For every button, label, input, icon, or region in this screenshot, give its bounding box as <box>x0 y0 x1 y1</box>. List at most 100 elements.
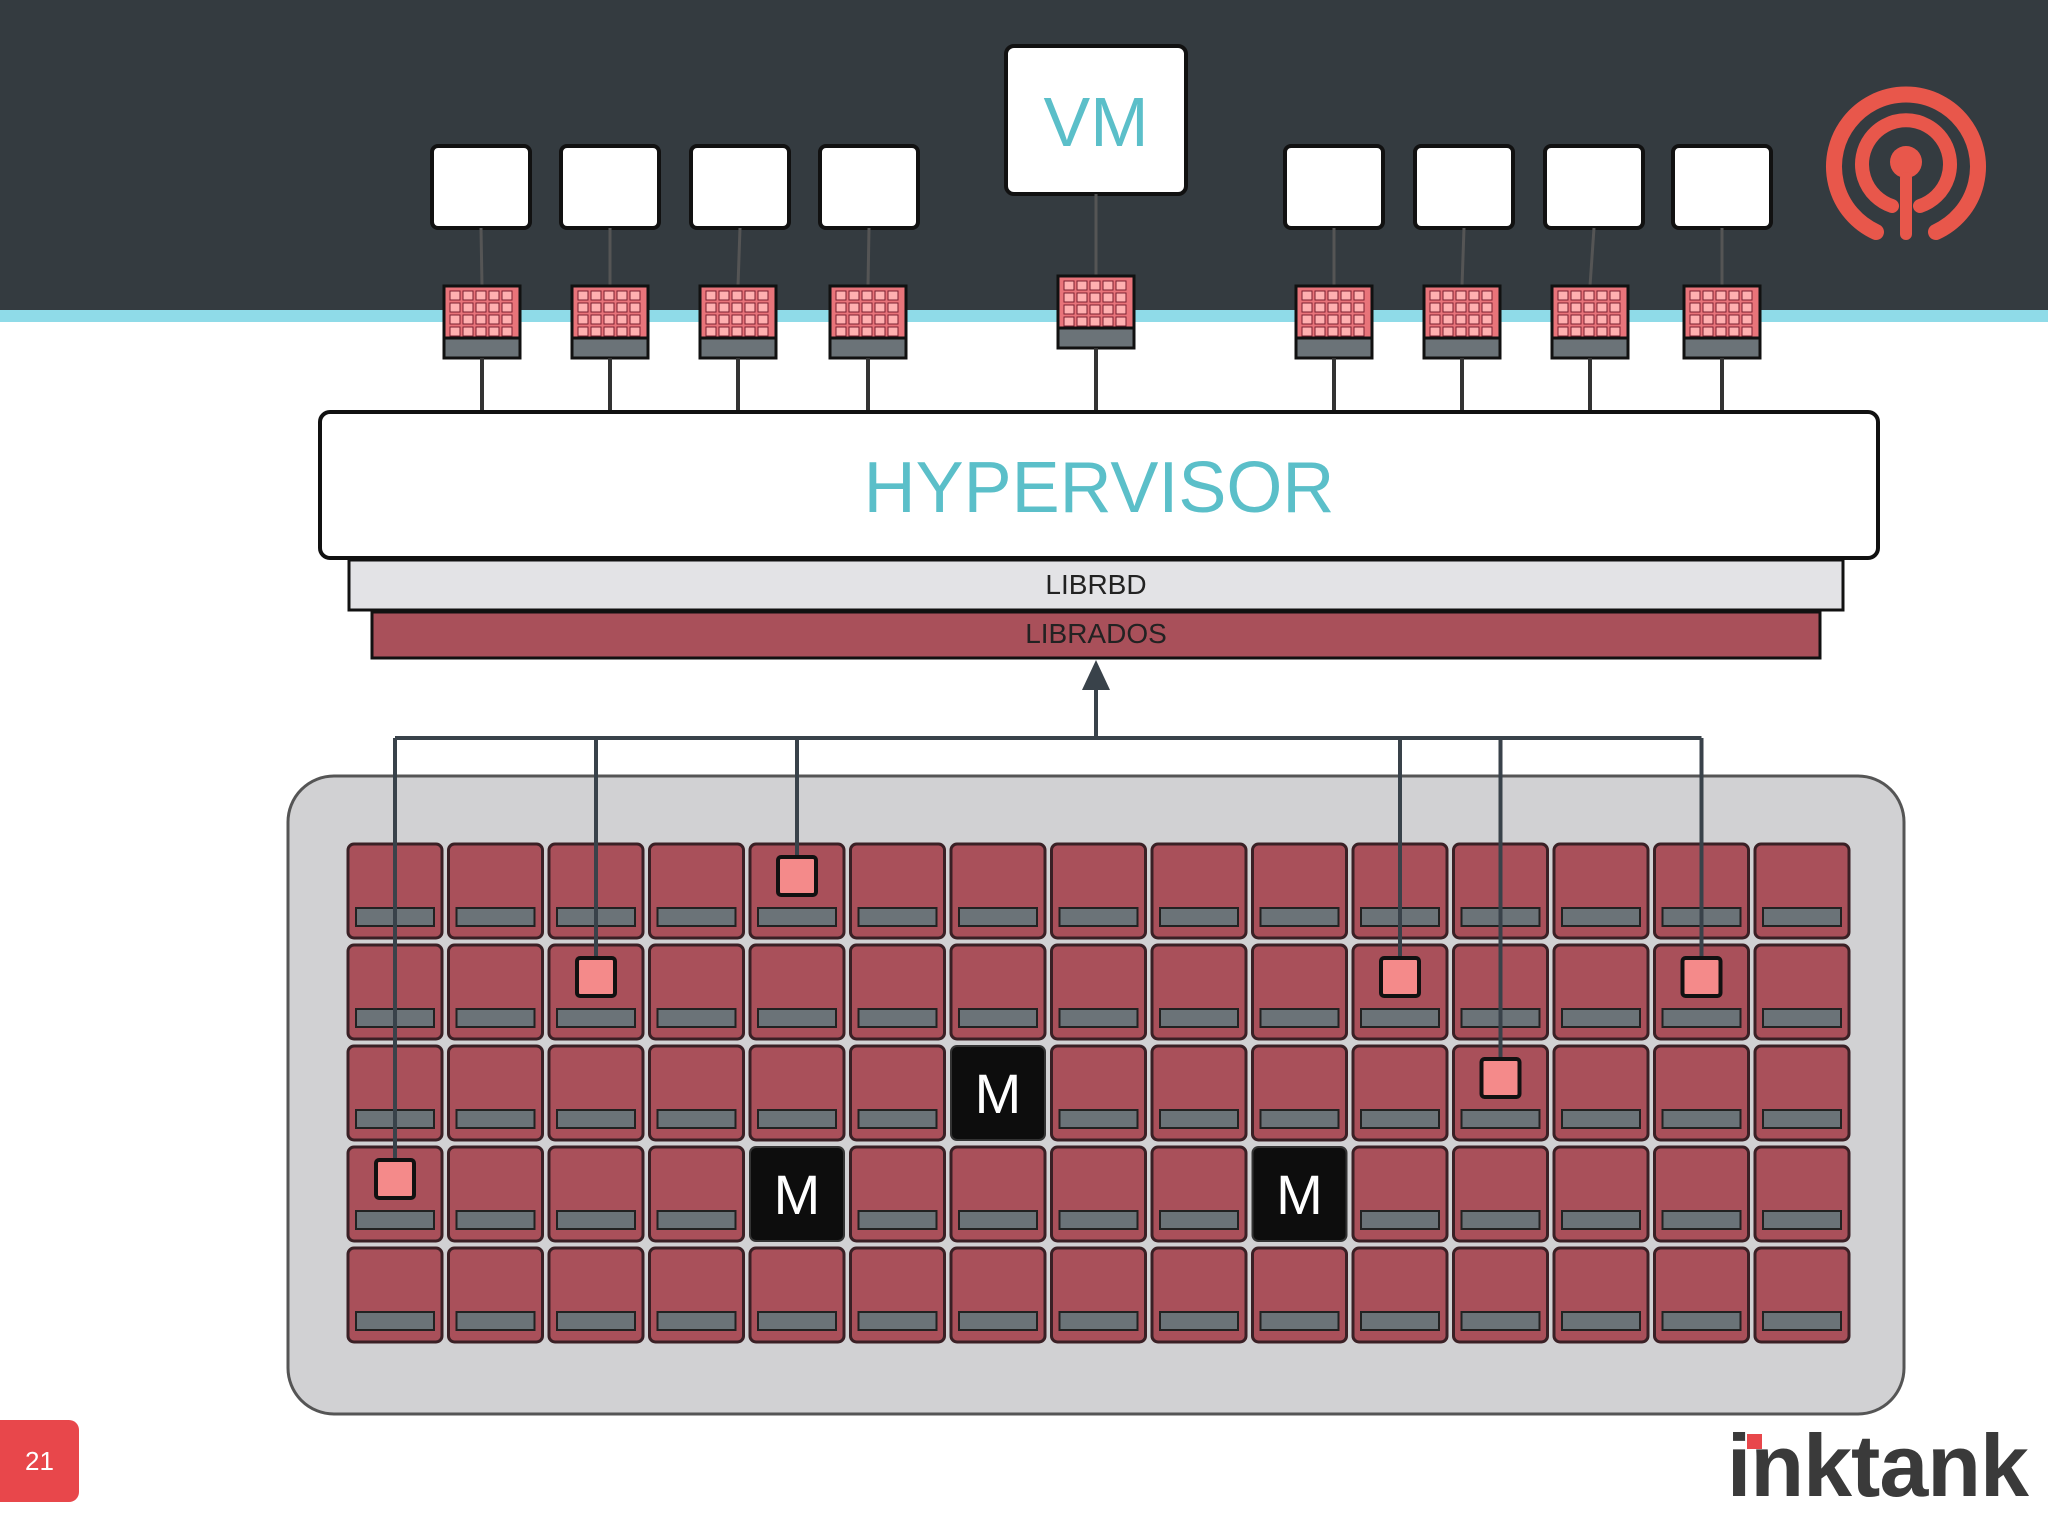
driver-cell <box>462 326 474 337</box>
osd-disk-slot <box>556 1008 636 1028</box>
driver-cell <box>1557 302 1569 313</box>
driver-cell <box>475 314 487 325</box>
driver-base <box>1682 336 1762 360</box>
osd-disk-slot <box>857 1008 938 1028</box>
osd-disk-slot <box>1561 1210 1641 1230</box>
driver-cell <box>887 302 899 313</box>
monitor-node: M <box>749 1146 845 1242</box>
osd-node <box>1552 1145 1650 1243</box>
osd-disk-slot <box>1360 1311 1440 1331</box>
driver-cell <box>1583 290 1595 301</box>
osd-disk-slot <box>1561 1008 1641 1028</box>
osd-disk-slot <box>1360 1109 1440 1129</box>
driver-cell <box>1314 326 1326 337</box>
osd-disk-slot <box>1360 1008 1440 1028</box>
osd-disk-slot <box>556 1210 636 1230</box>
driver-cell <box>744 326 756 337</box>
osd-node <box>1653 1246 1750 1344</box>
osd-node <box>1351 1246 1449 1344</box>
driver-cell <box>1715 290 1727 301</box>
osd-disk-slot <box>455 1008 536 1028</box>
driver-cell <box>861 326 873 337</box>
object-marker <box>1479 1057 1522 1099</box>
driver-cell <box>1314 302 1326 313</box>
monitor-label: M <box>774 1163 821 1226</box>
object-markers <box>374 855 1723 1200</box>
monitor-box <box>749 1146 845 1242</box>
driver-cell <box>1314 290 1326 301</box>
driver-cell <box>488 302 500 313</box>
driver-cell <box>1327 302 1339 313</box>
osd-disk-slot <box>1460 1311 1541 1331</box>
virtual-disk-driver <box>442 284 522 360</box>
driver-cell <box>835 302 847 313</box>
osd-node <box>447 1246 544 1344</box>
osd-disk-slot <box>455 907 536 927</box>
driver-cell <box>1715 326 1727 337</box>
driver-cell <box>488 314 500 325</box>
driver-cell <box>1689 290 1701 301</box>
driver-cell <box>744 302 756 313</box>
osd-disk-slot <box>1762 907 1842 927</box>
osd-disk-slot <box>1058 1109 1139 1129</box>
driver-cell <box>590 326 602 337</box>
box-driver-link <box>1588 227 1596 287</box>
box-driver-link <box>736 227 742 287</box>
driver-cell <box>1609 314 1621 325</box>
osd-disk-slot <box>757 1109 837 1129</box>
virtual-disk-driver <box>828 284 908 360</box>
driver-cell <box>1076 292 1088 303</box>
driver-cell <box>887 290 899 301</box>
osd-node <box>648 1044 745 1142</box>
driver-cell <box>1702 326 1714 337</box>
driver-cell <box>462 302 474 313</box>
osd-disk-slot <box>1058 1008 1139 1028</box>
driver-cell <box>1314 314 1326 325</box>
monitor-box <box>950 1045 1046 1141</box>
driver-cell <box>1570 290 1582 301</box>
driver-cell <box>848 290 860 301</box>
driver-cell <box>1301 302 1313 313</box>
osd-node <box>1150 1145 1248 1243</box>
osd-node <box>849 1246 946 1344</box>
osd-disk-slot <box>355 1210 435 1230</box>
osd-disk-slot <box>1159 1109 1239 1129</box>
driver-cell <box>835 326 847 337</box>
osd-node <box>949 842 1047 940</box>
osd-node <box>1251 1246 1348 1344</box>
driver-cell <box>1327 314 1339 325</box>
driver-cell <box>1429 302 1441 313</box>
driver-cell <box>1570 326 1582 337</box>
osd-node <box>1653 1145 1750 1243</box>
driver-cell <box>577 302 589 313</box>
osd-node <box>547 1145 645 1243</box>
osd-node <box>949 943 1047 1041</box>
osd-node <box>849 1044 946 1142</box>
osd-disk-slot <box>1259 1008 1340 1028</box>
osd-disk-slot <box>857 1210 938 1230</box>
driver-cell <box>577 290 589 301</box>
osd-disk-slot <box>1561 907 1641 927</box>
driver-cell <box>449 302 461 313</box>
driver-cell <box>1102 292 1114 303</box>
driver-cell <box>1340 326 1352 337</box>
hypervisor-box: HYPERVISOR <box>318 410 1880 560</box>
brand-wordmark: inktank <box>1726 1416 2029 1515</box>
osd-node <box>1753 1246 1851 1344</box>
driver-cell <box>1102 316 1114 327</box>
osd-disk-slot <box>355 1311 435 1331</box>
driver-cell <box>590 314 602 325</box>
driver-cell <box>705 302 717 313</box>
osd-disk-slot <box>1561 1109 1641 1129</box>
driver-cell <box>731 302 743 313</box>
driver-cell <box>1327 326 1339 337</box>
driver-cell <box>1353 302 1365 313</box>
driver-cell <box>1455 326 1467 337</box>
disk-image-box <box>1671 144 1773 230</box>
osd-node <box>447 842 544 940</box>
driver-cell <box>1689 326 1701 337</box>
object-links <box>393 660 1704 1179</box>
osd-node <box>648 943 745 1041</box>
osd-disk-slot <box>1661 1311 1742 1331</box>
driver-cell <box>718 326 730 337</box>
